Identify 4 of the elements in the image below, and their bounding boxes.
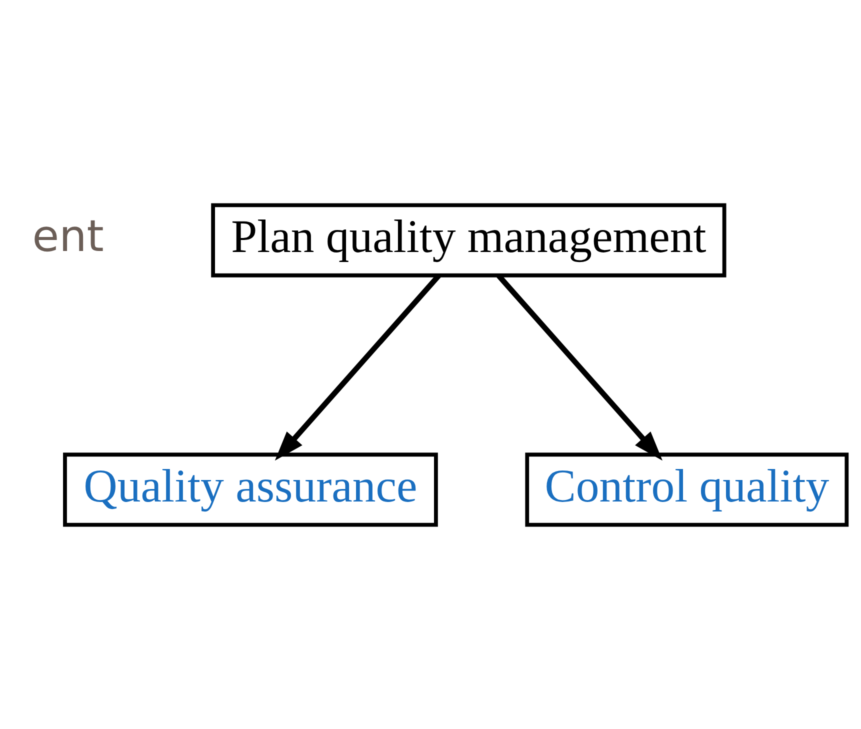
node-box: Control quality bbox=[525, 452, 849, 526]
node-box: Plan quality management bbox=[211, 202, 726, 277]
node-box: Quality assurance bbox=[63, 452, 438, 526]
label: ent bbox=[32, 210, 104, 262]
